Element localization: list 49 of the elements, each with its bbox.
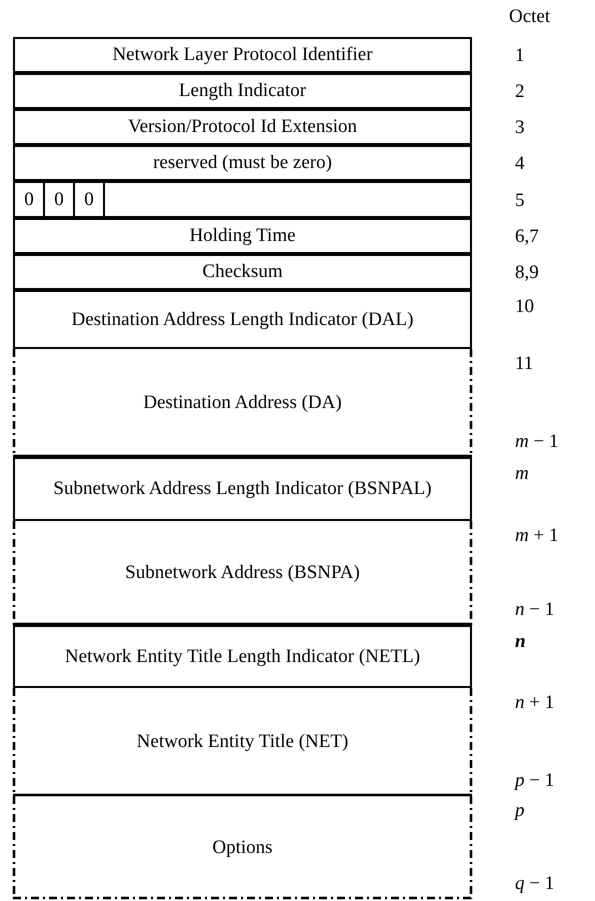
field-label: Network Entity Title Length Indicator (NETL) [64,646,422,668]
bit-cell: 0 [75,183,105,216]
field-row [13,290,472,349]
octet-number: n [515,631,526,653]
field-row [13,145,472,181]
octet-number: 3 [515,117,524,139]
field-label: Subnetwork Address (BSNPA) [124,562,361,584]
field-label: reserved (must be zero) [152,152,333,174]
field-row [13,181,472,218]
field-label: Destination Address Length Indicator (DAL) [70,308,414,330]
octet-number: 6,7 [515,226,539,248]
field-label: Network Entity Title (NET) [136,731,350,753]
octet-number: q − 1 [515,873,554,895]
octet-number: n − 1 [515,599,554,621]
field-row [13,688,472,796]
octet-number: m + 1 [515,525,558,547]
column-heading: Octet [509,6,550,28]
octet-number: 5 [515,190,524,212]
octet-number: p [515,800,524,822]
octet-number: m − 1 [515,431,558,453]
field-row [13,349,472,457]
field-row [13,109,472,145]
octet-number: n + 1 [515,692,554,714]
field-row [13,37,472,73]
octet-number: 1 [515,45,524,67]
field-label: Length Indicator [178,80,308,102]
field-row [13,521,472,625]
field-label: Holding Time [188,225,297,247]
field-label: Network Layer Protocol Identifier [111,44,374,66]
field-label: Checksum [201,261,284,283]
field-row [13,254,472,290]
field-row [13,457,472,521]
octet-number: 10 [515,296,534,318]
field-row [13,73,472,109]
octet-number: 11 [515,353,534,375]
bit-cell: 0 [15,183,45,216]
octet-number: 4 [515,153,524,175]
octet-number: m [515,463,529,485]
octet-number: 8,9 [515,262,539,284]
field-label: Options [211,836,274,858]
field-row [13,625,472,688]
field-label: Subnetwork Address Length Indicator (BSNPAL) [52,478,433,500]
bit-cell: 0 [45,183,75,216]
octet-number: p − 1 [515,770,554,792]
field-label: Version/Protocol Id Extension [126,116,358,138]
field-row [13,796,472,899]
field-label: Destination Address (DA) [142,392,343,414]
field-row [13,218,472,254]
octet-number: 2 [515,81,524,103]
